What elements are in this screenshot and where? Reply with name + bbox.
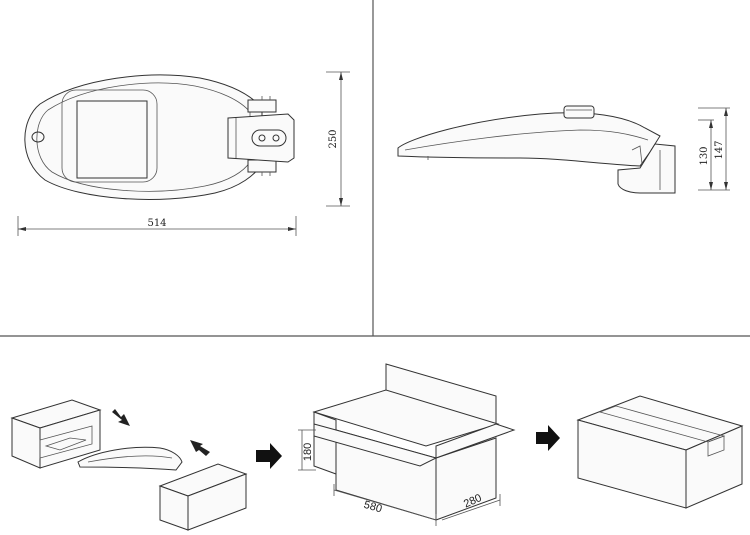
arrow-icon (256, 443, 282, 469)
height-label-130: 130 (699, 146, 710, 165)
length-dimension: 514 (17, 216, 297, 236)
width-dimension: 250 (326, 71, 350, 207)
arrow-icon (536, 425, 560, 451)
height-dimensions: 130 147 (698, 107, 730, 191)
closed-carton (576, 395, 744, 509)
top-view-drawing (24, 74, 295, 200)
height-label-147: 147 (714, 140, 725, 159)
open-box-with-lamp (10, 399, 102, 469)
carton-length-label: 580 (362, 499, 383, 516)
length-label: 514 (147, 218, 166, 229)
side-view-drawing (397, 105, 676, 194)
open-carton (312, 363, 516, 521)
foam-block (158, 463, 248, 531)
width-label: 250 (328, 129, 339, 148)
small-arrows (112, 409, 210, 456)
lamp-item (77, 446, 183, 471)
carton-height-label: 180 (302, 443, 314, 461)
